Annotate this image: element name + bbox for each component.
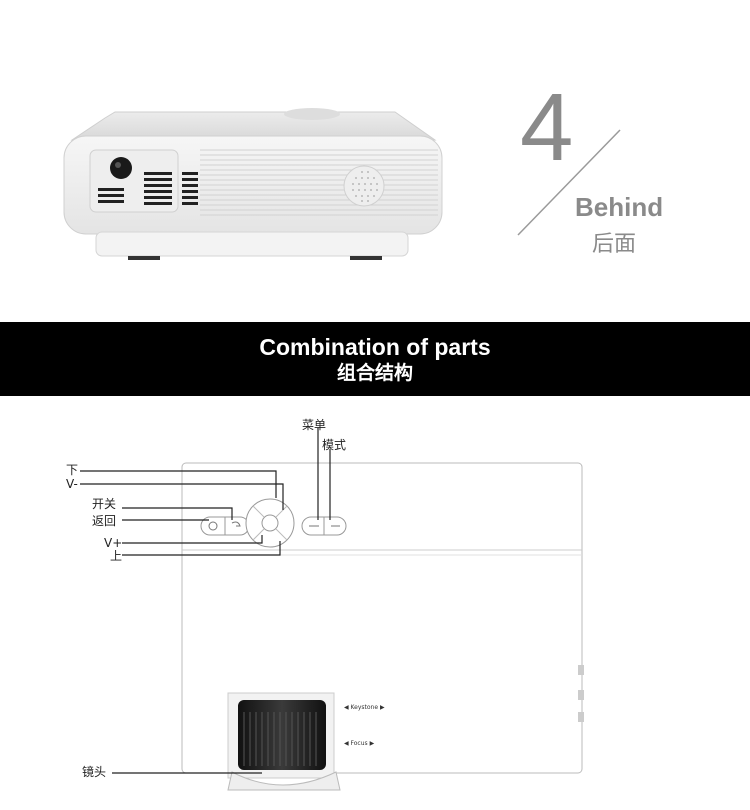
label-back: 返回 <box>92 514 117 528</box>
label-volume-up: V+ <box>104 536 123 550</box>
banner-title-cn: 组合结构 <box>336 362 413 384</box>
banner-title-en: Combination of parts <box>259 334 491 360</box>
label-lens: 镜头 <box>82 765 107 779</box>
label-mode: 模式 <box>322 438 347 452</box>
focus-label: ◀ Focus ▶ <box>344 740 375 747</box>
label-down: 下 <box>66 463 79 477</box>
label-up: 上 <box>110 549 123 563</box>
label-menu: 菜单 <box>302 418 327 432</box>
section-title-cn: 后面 <box>592 232 637 257</box>
section-number: 4 <box>520 74 574 181</box>
label-volume-down: V- <box>66 477 78 491</box>
label-power: 开关 <box>92 497 117 511</box>
section-title-en: Behind <box>575 192 664 222</box>
section-banner: Combination of parts 组合结构 <box>0 322 750 396</box>
projector-back-illustration <box>63 108 621 260</box>
projector-top-illustration <box>80 428 584 791</box>
keystone-label: ◀ Keystone ▶ <box>344 704 385 711</box>
